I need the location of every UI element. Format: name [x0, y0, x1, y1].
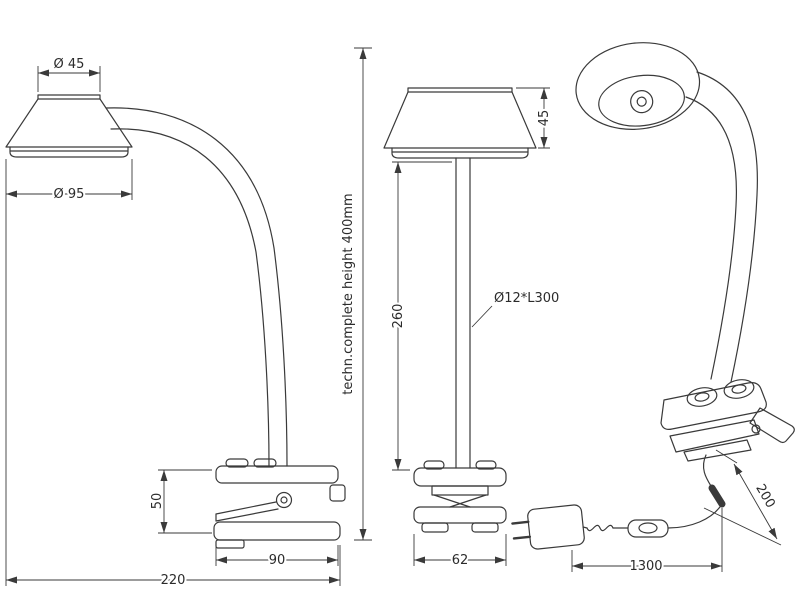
- dim-head-base-diameter: [6, 159, 133, 200]
- bulb-socket-outer: [630, 90, 654, 114]
- front-shade: [383, 87, 537, 159]
- clamp-pad-right-inner: [731, 384, 747, 394]
- persp-shade: [575, 42, 701, 130]
- clamp-hinge: [275, 491, 293, 509]
- adapter-prongs: [511, 520, 532, 540]
- front-pole: [455, 157, 471, 469]
- dim-cable-length: [571, 508, 723, 572]
- clamp-lever-arm: [215, 501, 279, 522]
- cord-clamp-segment: [702, 454, 712, 487]
- clamp-pad-left-inner: [694, 392, 710, 402]
- label-plug-cable-length: 200: [752, 482, 777, 511]
- persp-clamp: [660, 379, 795, 462]
- clamp-top-plate: [215, 465, 339, 484]
- shade-inner-opening: [598, 74, 685, 127]
- clamp-bottom-plate: [213, 521, 341, 541]
- power-cord: [511, 454, 726, 550]
- shade-top-rim: [407, 87, 513, 93]
- persp-gooseneck: [685, 71, 758, 383]
- clamp-foot-left: [421, 522, 449, 533]
- clamp-jaw-cross: [433, 494, 487, 508]
- switch-rocker: [638, 522, 658, 534]
- shade-cone-outline: [383, 91, 537, 149]
- cord-middle-segment: [667, 503, 723, 529]
- front-view: [383, 87, 537, 533]
- clamp-lever: [749, 407, 795, 444]
- shade-cone-outline: [5, 98, 133, 148]
- dim-clamp-height: [158, 469, 212, 534]
- label-overall-depth: 220: [161, 573, 186, 588]
- cord-break-symbol: [586, 524, 614, 532]
- side-view: [5, 94, 346, 549]
- clamp-mid-block: [431, 485, 489, 496]
- clamp-pad-right: [475, 460, 497, 470]
- dimension-annotations: [5, 47, 782, 586]
- clamp-bottom-plate: [413, 506, 507, 524]
- dim-overall-depth: [5, 159, 341, 586]
- clamp-hinge-pin: [280, 496, 288, 504]
- clamp-pad-left: [423, 460, 445, 470]
- dim-head-top-diameter: [37, 66, 101, 92]
- side-lamp-head: [5, 94, 133, 158]
- shade-bottom-rim: [9, 146, 129, 158]
- dim-pole-length: [392, 161, 452, 471]
- adapter-body: [527, 504, 585, 550]
- dimension-line: [733, 463, 778, 540]
- clamp-top-plate: [413, 467, 507, 487]
- label-complete-height: techn.complete height 400mm: [341, 193, 356, 394]
- label-clamp-height: 50: [150, 493, 165, 510]
- clamp-front-lip: [215, 539, 245, 549]
- clamp-screw-knob: [329, 484, 346, 502]
- label-pole-length: 260: [391, 304, 406, 329]
- pole-spec-callout: [471, 305, 493, 328]
- extension-lines: [5, 159, 341, 586]
- label-clamp-width: 62: [452, 553, 469, 568]
- dim-plug-cable-length: [703, 449, 782, 546]
- clamp-pad-right: [253, 458, 277, 468]
- dc-connector: [708, 484, 726, 508]
- label-cable-length: 1300: [629, 559, 662, 574]
- label-pole-spec: Ø12*L300: [494, 291, 559, 306]
- side-gooseneck: [105, 107, 288, 467]
- power-adapter: [511, 504, 585, 550]
- clamp-pad-right: [723, 379, 755, 399]
- clamp-top-plate: [660, 382, 767, 430]
- clamp-pad-left: [686, 387, 718, 407]
- front-clamp: [413, 460, 507, 533]
- dim-clamp-depth: [215, 545, 339, 566]
- label-head-base-diameter: Ø 95: [54, 187, 85, 202]
- gooseneck-inner-line: [685, 96, 738, 380]
- extension-lines: [392, 161, 452, 471]
- dim-complete-height: [354, 47, 372, 541]
- bulb-socket-inner: [636, 96, 647, 107]
- label-clamp-depth: 90: [269, 553, 286, 568]
- shade-top-rim: [37, 94, 101, 100]
- shade-outer-rim: [575, 42, 701, 130]
- side-clamp: [213, 458, 346, 549]
- gooseneck-outer-line: [696, 71, 758, 383]
- dim-shade-height: [516, 87, 550, 149]
- shade-bottom-rim: [391, 147, 529, 159]
- clamp-foot-right: [471, 522, 499, 533]
- extension-lines: [158, 469, 212, 534]
- perspective-view: [511, 42, 795, 550]
- gooseneck-outer-line: [105, 107, 288, 467]
- pole-outline: [455, 157, 471, 469]
- gooseneck-inner-line: [110, 128, 270, 467]
- dim-clamp-width: [413, 534, 507, 566]
- clamp-lower-jaw-2: [683, 439, 752, 462]
- clamp-pad-left: [225, 458, 249, 468]
- label-head-top-diameter: Ø 45: [54, 57, 85, 72]
- label-shade-height: 45: [537, 110, 552, 127]
- clamp-lower-jaw: [669, 419, 760, 453]
- leader-line: [471, 305, 493, 328]
